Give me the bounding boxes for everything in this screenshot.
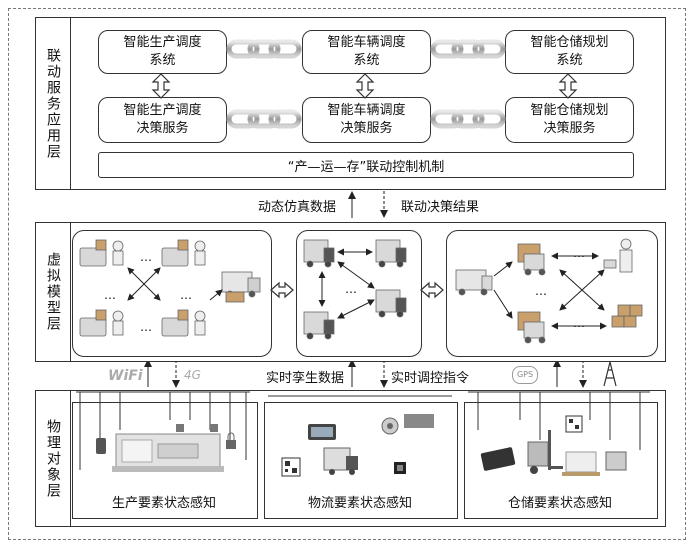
chain-link-icon [226,39,302,59]
truck-icon [303,239,335,268]
tablet-icon [480,447,516,471]
truck-icon [375,289,407,318]
production-system-line1: 智能生产调度 [123,35,202,50]
vehicle-system-line2: 系统 [353,53,380,68]
warehouse-decision-service: 智能仓储规划 决策服务 [505,97,634,143]
virtual-layer-label-box: 虚拟模型层 [36,223,71,361]
vehicle-decision-line1: 智能车辆调度 [327,103,406,118]
warehouse-system-line2: 系统 [556,53,583,68]
rfid-chip-icon [394,462,406,474]
production-system-line2: 系统 [149,53,176,68]
delivery-truck-icon [221,271,261,303]
handheld-device-icon [96,438,106,454]
machine-worker-icon [79,309,124,337]
padlock-icon [226,432,236,449]
service-layer-label: 联动服务应用层 [45,47,61,160]
roller-conveyor-icon [404,414,434,428]
physical-layer-label: 物理对象层 [45,418,61,499]
ellipsis: … [535,284,547,298]
virtual-layer-label: 虚拟模型层 [45,252,61,332]
service-layer-label-box: 联动服务应用层 [36,18,71,189]
ellipsis: … [104,288,116,302]
qr-code-icon [281,457,301,477]
warehouse-planning-system: 智能仓储规划 系统 [505,30,634,74]
ellipsis: … [140,320,152,334]
vehicle-scheduling-system: 智能车辆调度 系统 [302,30,431,74]
production-decision-service: 智能生产调度 决策服务 [98,97,227,143]
wifi-icon: WiFi [108,368,143,384]
boxes-stack-icon [611,304,643,328]
machine-worker-icon [161,239,206,267]
ellipsis: … [573,316,585,330]
warehouse-decision-line2: 决策服务 [543,121,596,136]
realtime-control-command-label: 实时调控指令 [391,371,470,386]
rfid-reader-icon [605,451,627,471]
machine-worker-icon [79,239,124,267]
chain-link-icon [430,109,506,129]
mechanism-label: “产—运—存”联动控制机制 [287,159,445,175]
machine-worker-icon [161,309,206,337]
production-decision-line1: 智能生产调度 [123,103,202,118]
tablet-icon [308,424,336,440]
double-arrow-icon [151,73,578,99]
worker-icon [603,238,633,273]
chain-link-icon [430,39,506,59]
realtime-twin-data-label: 实时孪生数据 [266,371,345,386]
4g-icon: 4G [184,368,201,382]
double-arrow-icon [270,281,444,299]
forklift-icon [517,243,546,276]
truck-icon [375,239,407,268]
dynamic-simulation-data-label: 动态仿真数据 [258,200,337,215]
forklift-icon [517,311,546,344]
production-decision-line2: 决策服务 [136,121,189,136]
warehouse-sensing-label: 仓储要素状态感知 [507,496,612,511]
injection-molding-machine-icon [112,433,224,472]
chain-link-icon [226,109,302,129]
production-scheduling-system: 智能生产调度 系统 [98,30,227,74]
antenna-tower-icon [603,361,617,387]
truck-icon [455,269,493,296]
vehicle-system-line1: 智能车辆调度 [327,35,406,50]
ellipsis: … [140,250,152,264]
warehouse-decision-line1: 智能仓储规划 [530,103,609,118]
production-sensing-label: 生产要素状态感知 [111,496,216,511]
pallet-goods-icon [562,451,600,476]
physical-layer-label-box: 物理对象层 [36,391,71,526]
ellipsis: … [573,246,585,260]
truck-icon [323,447,358,475]
gear-icon [381,417,399,435]
truck-icon [303,311,335,340]
qr-code-icon [565,415,583,433]
vehicle-decision-service: 智能车辆调度 决策服务 [302,97,431,143]
gps-icon: GPS [512,366,538,384]
ellipsis: … [180,288,192,302]
ellipsis: … [345,282,357,296]
linkage-decision-result-label: 联动决策结果 [401,200,480,215]
forklift-icon [527,430,563,474]
vehicle-decision-line2: 决策服务 [340,121,393,136]
logistics-sensing-label: 物流要素状态感知 [307,496,412,511]
linkage-control-mechanism: “产—运—存”联动控制机制 [98,152,634,178]
sensor-icon [176,424,218,432]
diagram-frame [8,8,686,540]
warehouse-system-line1: 智能仓储规划 [530,35,609,50]
